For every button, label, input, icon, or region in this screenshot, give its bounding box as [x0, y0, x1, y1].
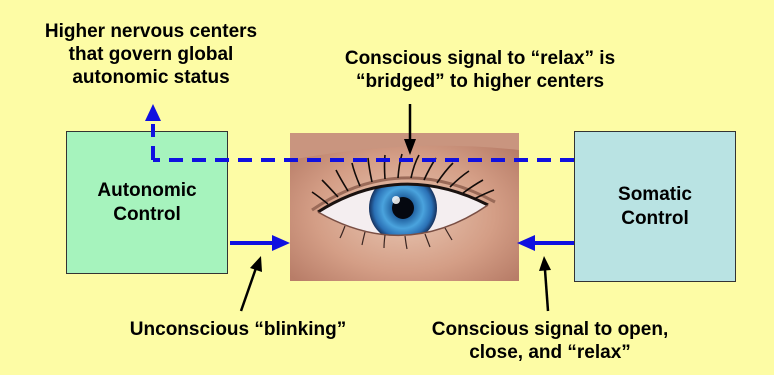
somatic-arrowhead-icon	[517, 235, 535, 251]
pointer-blinking-arrow	[241, 256, 262, 311]
pointer-conscious-open-arrow	[539, 256, 551, 311]
conscious-open-label: Conscious signal to open, close, and “re…	[400, 318, 700, 364]
up-arrowhead-icon	[145, 104, 161, 121]
eye-photo	[290, 133, 519, 281]
autonomic-arrowhead-icon	[272, 235, 290, 251]
unconscious-blinking-label: Unconscious “blinking”	[108, 318, 368, 341]
eye-highlight	[392, 196, 400, 204]
